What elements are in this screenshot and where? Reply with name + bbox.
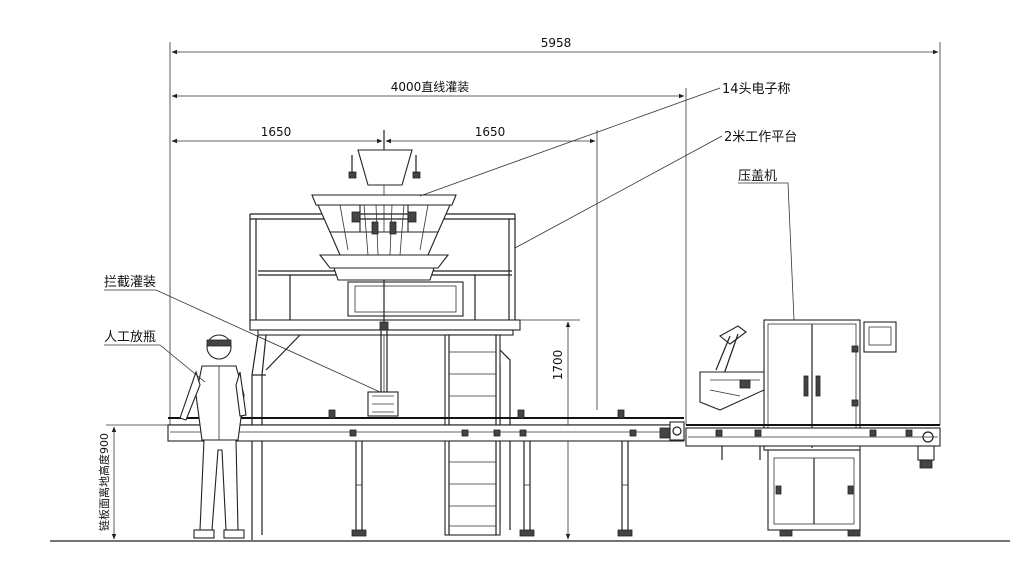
dimension-filling-length: 4000直线灌装 <box>171 80 687 425</box>
filling-length-label: 4000直线灌装 <box>391 80 470 94</box>
total-length-label: 5958 <box>541 36 572 50</box>
leader-lines <box>104 87 795 393</box>
callout-capper: 压盖机 <box>738 169 777 184</box>
callout-weigher: 14头电子称 <box>722 82 791 97</box>
operator-figure <box>179 334 247 539</box>
dimension-chain-height: 链板面离地高度900 <box>97 424 170 540</box>
main-conveyor <box>167 409 685 537</box>
callout-platform: 2米工作平台 <box>724 130 797 145</box>
capping-machine <box>685 319 941 537</box>
chain-height-label: 链板面离地高度900 <box>97 433 111 531</box>
callout-manual-bottle: 人工放瓶 <box>104 330 156 345</box>
platform-height-label: 1700 <box>551 350 565 381</box>
right-span-label: 1650 <box>475 125 506 139</box>
callout-stop-filler: 拦截灌装 <box>104 275 156 290</box>
left-span-label: 1650 <box>261 125 292 139</box>
multihead-weigher <box>311 130 464 392</box>
dimension-total-length: 5958 <box>169 36 941 425</box>
